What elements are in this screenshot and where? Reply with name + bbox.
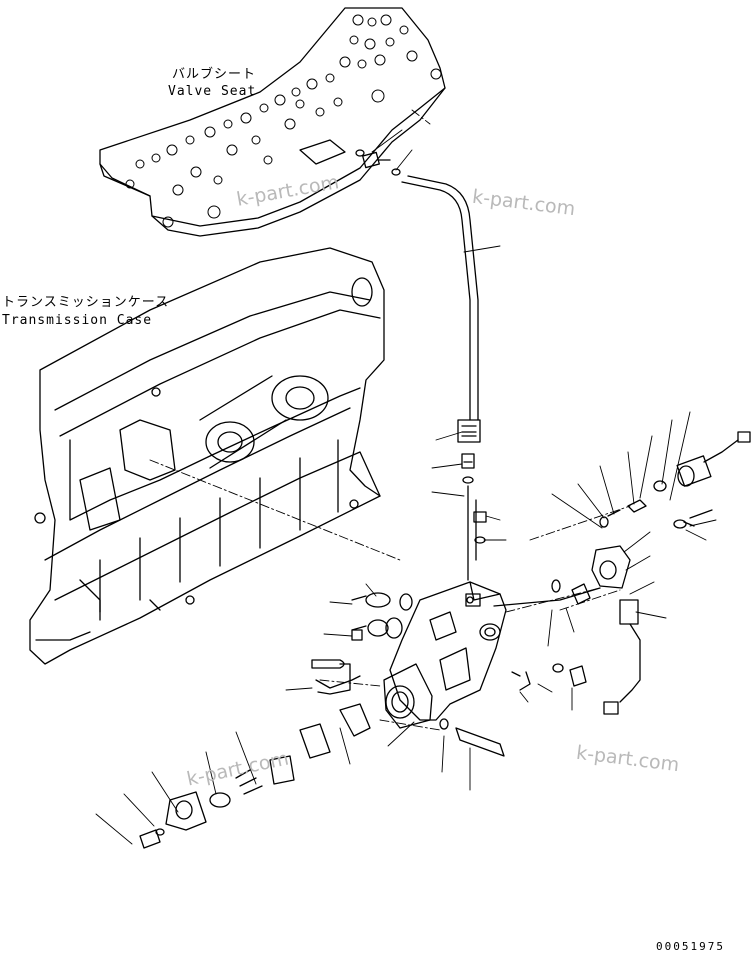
- transmission-case-part: [29, 247, 385, 665]
- transmission-case-label-en: Transmission Case: [2, 313, 153, 328]
- gasket-set: [351, 592, 413, 641]
- page-number: 00051975: [656, 940, 725, 953]
- spool-and-plug-parts: [139, 659, 505, 849]
- oil-tube-assembly: [355, 149, 487, 581]
- solenoid-assembly: [511, 431, 751, 715]
- valve-seat-label-jp: バルブシート: [172, 67, 257, 82]
- transmission-case-label-jp: トランスミッションケース: [2, 295, 170, 310]
- valve-seat-label-en: Valve Seat: [168, 84, 257, 99]
- valve-seat-part: [99, 7, 446, 237]
- leader-lines: [95, 129, 717, 845]
- valve-body-part: [389, 581, 601, 721]
